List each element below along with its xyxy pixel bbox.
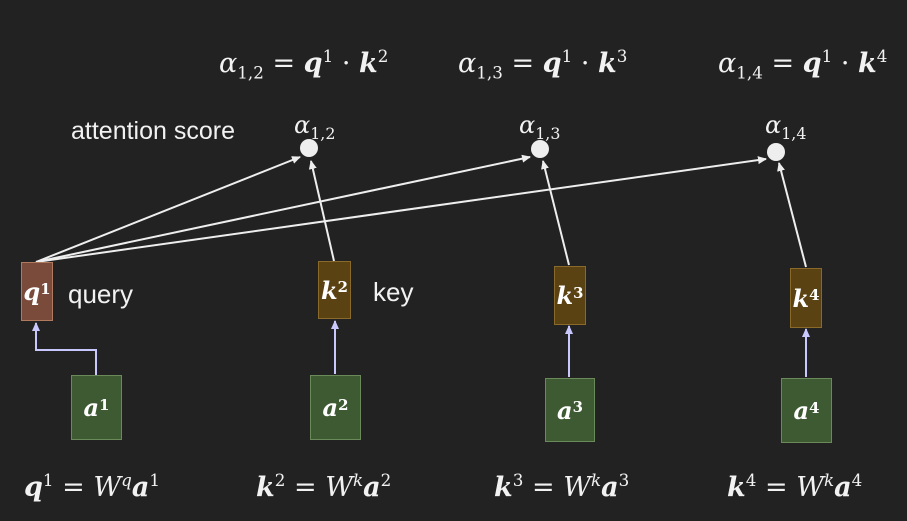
score-node-1-4 <box>767 143 785 161</box>
score-label-1-4: α1,4 <box>765 111 807 143</box>
score-label-1-2: α1,2 <box>294 111 336 143</box>
arrow-k3-to-score-1-3 <box>541 160 570 266</box>
query-label: query <box>68 279 134 309</box>
equation-alpha-1-2: α1,2 = q1 · k2 <box>219 46 389 83</box>
equation-k2: k2 = Wka2 <box>256 470 392 503</box>
equation-alpha-1-4: α1,4 = q1 · k4 <box>718 46 888 83</box>
key-label: key <box>373 277 414 307</box>
arrow-q1-to-score-1-3 <box>35 154 531 263</box>
attention-score-label: attention score <box>71 117 235 145</box>
arrow-q1-to-score-1-2 <box>35 156 301 263</box>
equation-k3: k3 = Wka3 <box>494 470 630 503</box>
arrow-k2-to-score-1-2 <box>308 160 335 262</box>
arrow-q1-to-score-1-4 <box>35 156 767 263</box>
equation-k4: k4 = Wka4 <box>727 470 863 503</box>
score-node-1-3 <box>531 140 549 158</box>
arrow-a1-to-q1 <box>32 322 97 375</box>
arrow-k4-to-score-1-4 <box>777 162 807 268</box>
equation-alpha-1-3: α1,3 = q1 · k3 <box>458 46 628 83</box>
score-label-1-3: α1,3 <box>519 111 561 143</box>
equation-q1: q1 = Wqa1 <box>24 470 160 503</box>
score-node-1-2 <box>300 139 318 157</box>
